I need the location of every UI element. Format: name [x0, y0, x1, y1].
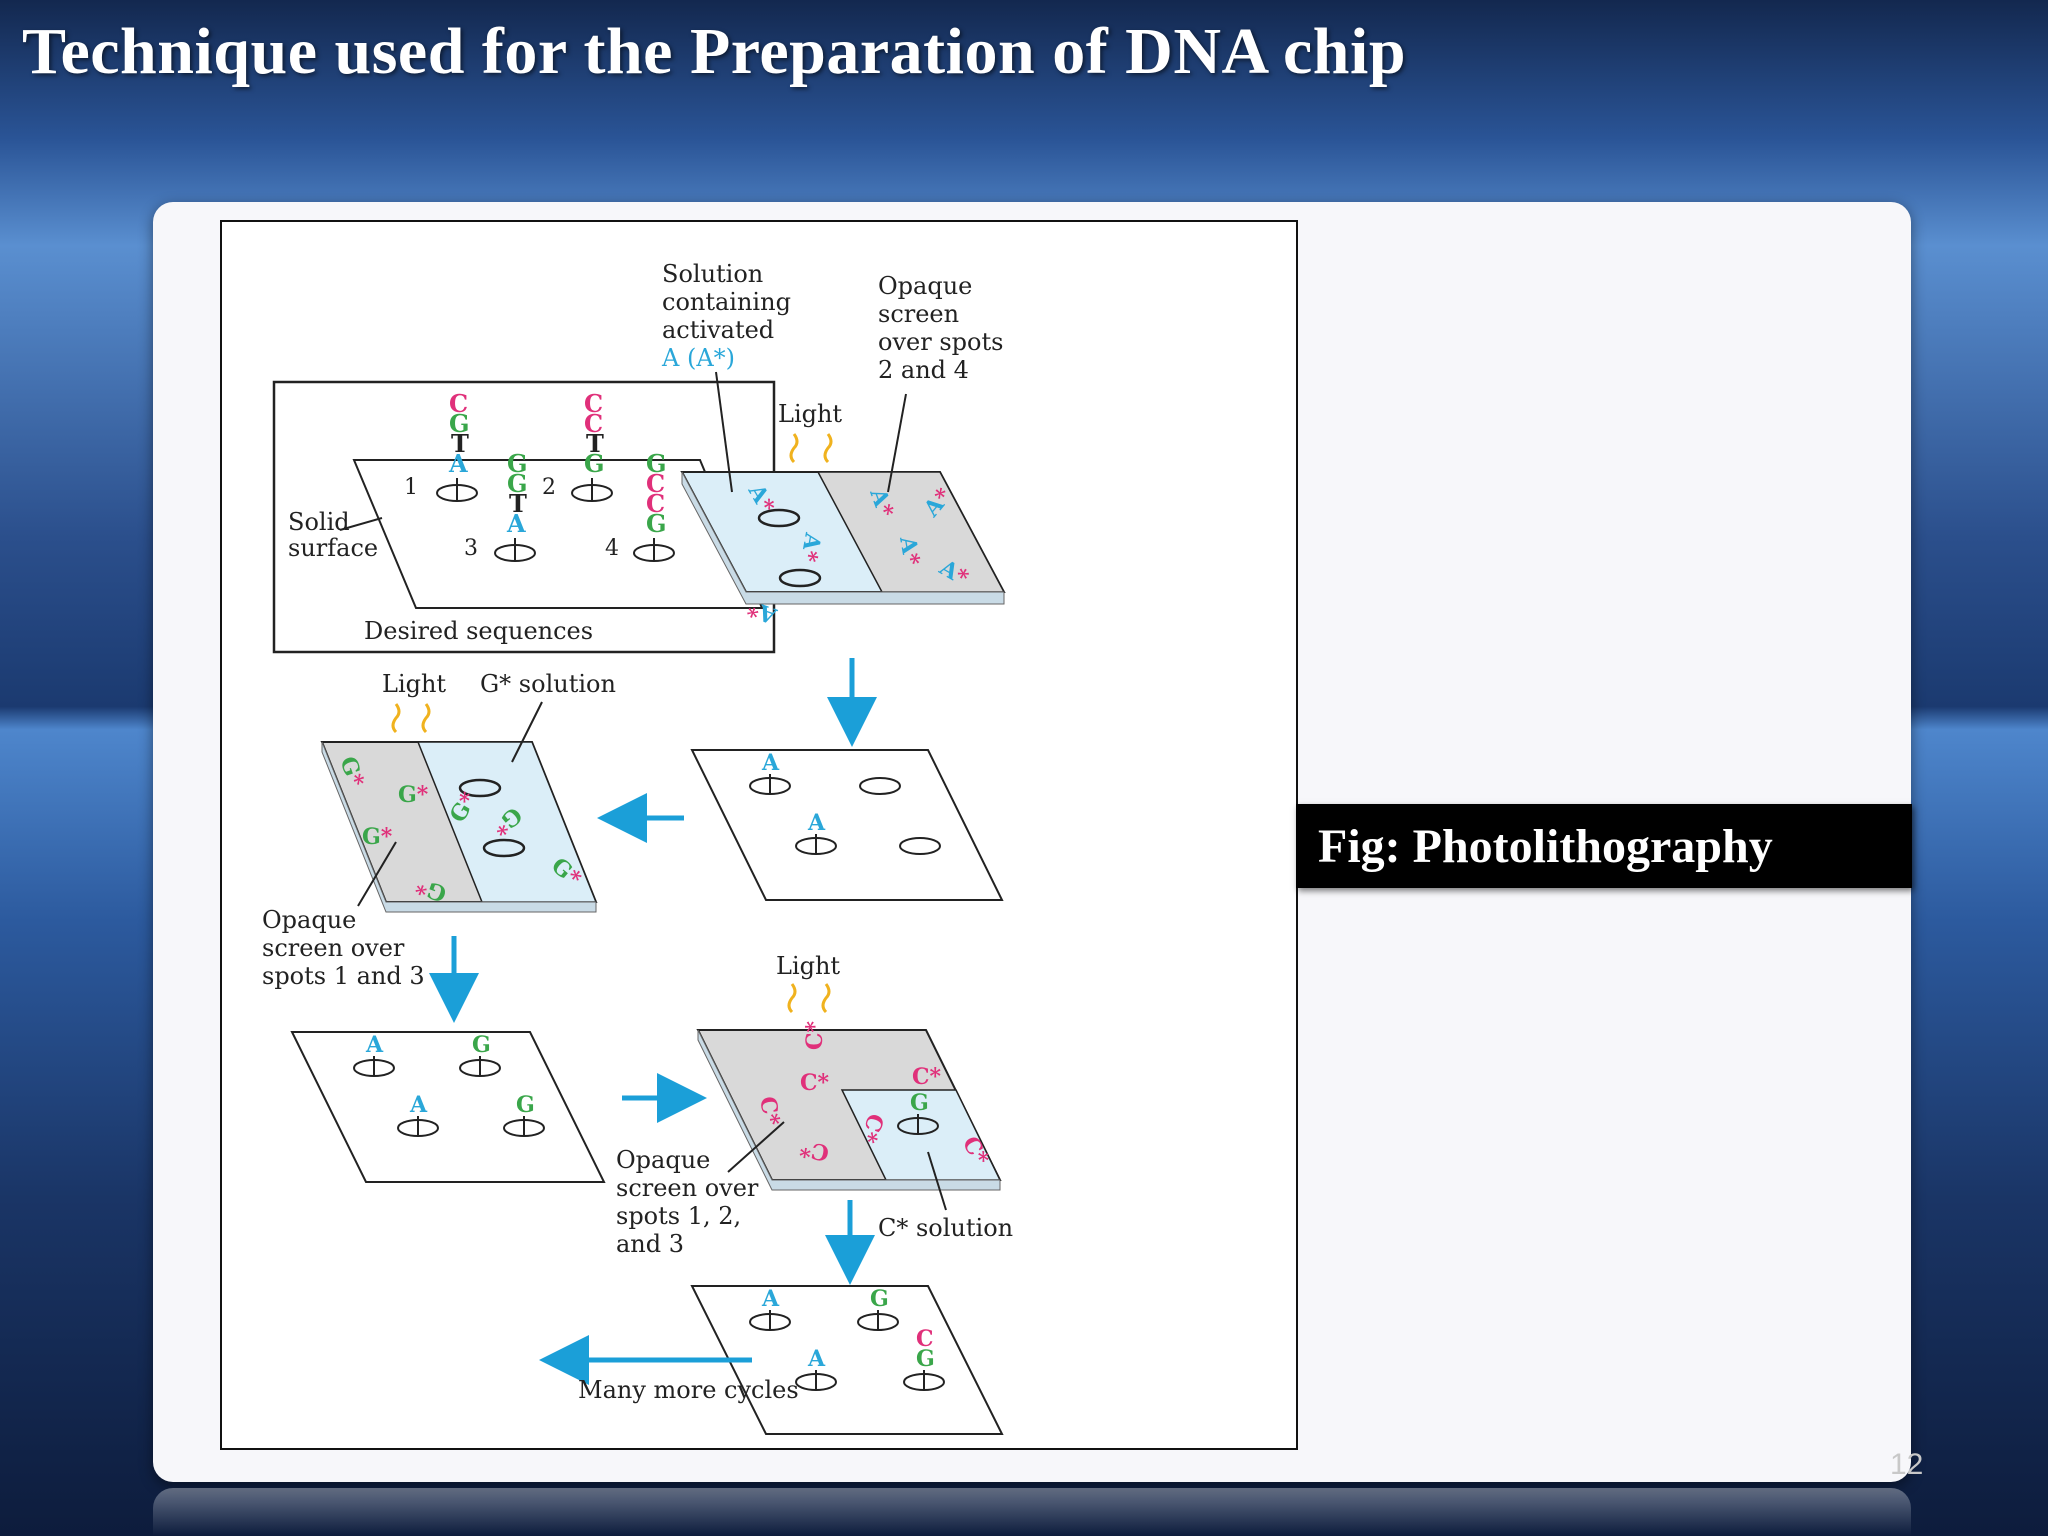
svg-text:A: A: [761, 1286, 780, 1312]
svg-text:A: A: [807, 810, 826, 836]
panel-desired-sequences: C G T A G G T A C C T G G C C G: [272, 380, 776, 654]
screen-24-line1: Opaque: [878, 272, 972, 300]
svg-text:C*: C*: [802, 1020, 828, 1050]
spot-number-2: 2: [542, 475, 556, 500]
light-label-2: Light: [382, 670, 446, 698]
solution-a-line4: A (A*): [661, 344, 735, 372]
svg-text:T: T: [451, 429, 469, 458]
svg-text:G*: G*: [398, 782, 429, 808]
svg-text:G: G: [507, 469, 528, 498]
svg-text:A: A: [807, 1346, 826, 1372]
panel-c-activation: G C* C* C* C* C* C* C* Light Opaque scre…: [616, 952, 1013, 1258]
light-label-3: Light: [776, 952, 840, 980]
solution-a-line1: Solution: [662, 260, 763, 288]
page-number: 12: [1890, 1448, 1924, 1481]
svg-text:C*: C*: [797, 1135, 831, 1166]
screen-123-line1: Opaque: [616, 1146, 710, 1174]
svg-text:G: G: [910, 1090, 929, 1116]
figure-caption: Fig: Photolithography: [1318, 819, 1773, 873]
panel-a-activation: A* A* A* A* A* A* A* Light Solution cont…: [661, 260, 1006, 629]
slide-title: Technique used for the Preparation of DN…: [22, 15, 1407, 88]
svg-text:C: C: [646, 469, 665, 498]
svg-text:C: C: [584, 389, 603, 418]
svg-text:G: G: [916, 1346, 935, 1372]
svg-text:C: C: [646, 489, 665, 518]
g-solution-label: G* solution: [480, 670, 616, 698]
svg-text:A*: A*: [795, 530, 826, 564]
svg-text:C*: C*: [754, 1095, 785, 1129]
svg-text:G: G: [472, 1032, 491, 1058]
svg-text:A: A: [365, 1032, 384, 1058]
svg-text:G: G: [646, 449, 667, 478]
screen-24-line2: screen: [878, 300, 959, 328]
svg-text:G*: G*: [362, 824, 393, 850]
solid-label-line1: Solid: [288, 508, 350, 536]
screen-123-line3: spots 1, 2,: [616, 1202, 741, 1230]
svg-text:G: G: [507, 449, 528, 478]
c-solution-label: C* solution: [878, 1214, 1013, 1242]
light-label-1: Light: [778, 400, 842, 428]
svg-text:C: C: [584, 409, 603, 438]
svg-text:C*: C*: [800, 1070, 830, 1096]
spot-number-4: 4: [605, 536, 619, 561]
desired-sequences-label: Desired sequences: [364, 617, 593, 645]
screen-13-line2: screen over: [262, 934, 405, 962]
svg-text:C: C: [449, 389, 468, 418]
solution-a-line3: activated: [662, 316, 774, 344]
svg-text:G: G: [584, 449, 605, 478]
svg-text:G: G: [449, 409, 470, 438]
screen-123-line4: and 3: [616, 1230, 684, 1258]
card-reflection: [153, 1488, 1911, 1536]
svg-text:G: G: [646, 509, 667, 538]
spot-number-1: 1: [404, 475, 418, 500]
screen-123-line2: screen over: [616, 1174, 759, 1202]
screen-13-line3: spots 1 and 3: [262, 962, 425, 990]
svg-text:G: G: [516, 1092, 535, 1118]
svg-text:C*: C*: [912, 1064, 942, 1090]
svg-text:A: A: [506, 509, 526, 538]
screen-24-line4: 2 and 4: [878, 356, 969, 384]
many-more-cycles-label: Many more cycles: [578, 1376, 799, 1404]
screen-24-line3: over spots: [878, 328, 1003, 356]
svg-text:A*: A*: [894, 534, 925, 568]
photolithography-figure: C G T A G G T A C C T G G C C G: [220, 220, 1298, 1450]
caption-box: Fig: Photolithography: [1296, 804, 1912, 888]
panel-final-attached: A G A C G: [690, 1285, 1004, 1435]
solid-label-line2: surface: [288, 534, 378, 562]
svg-text:A: A: [761, 750, 780, 776]
svg-text:C: C: [916, 1326, 934, 1352]
svg-text:A: A: [448, 449, 468, 478]
panel-g-activation: G* G* G* G* G* G* G* Light G* solution O…: [262, 670, 616, 990]
solution-a-line2: containing: [662, 288, 791, 316]
panel-a-attached: A A: [690, 749, 1004, 901]
svg-text:T: T: [509, 489, 527, 518]
panel-ag-attached: A G A G: [290, 1031, 606, 1183]
svg-text:T: T: [586, 429, 604, 458]
screen-13-line1: Opaque: [262, 906, 356, 934]
svg-text:G: G: [870, 1286, 889, 1312]
svg-text:A: A: [409, 1092, 428, 1118]
spot-number-3: 3: [464, 536, 478, 561]
